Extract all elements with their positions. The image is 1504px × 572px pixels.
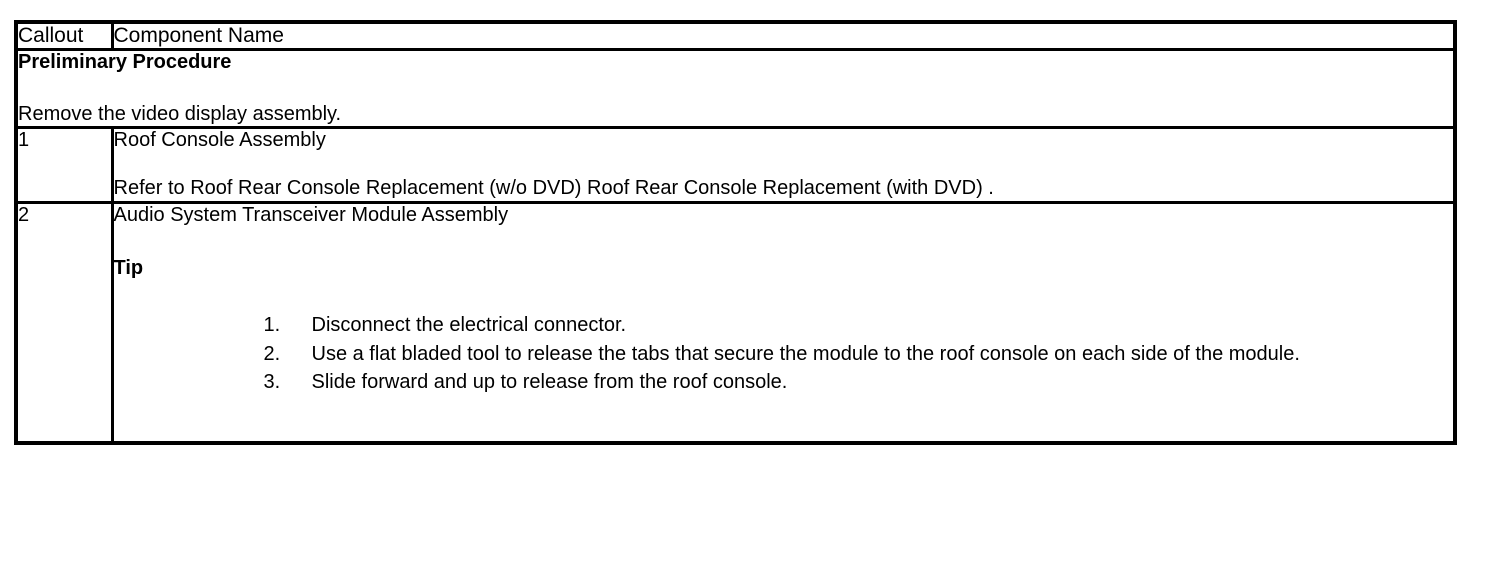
table-header: Callout Component Name — [14, 20, 1457, 52]
spacer — [114, 227, 1454, 257]
table-row-preliminary: Preliminary Procedure Remove the video d… — [14, 48, 1457, 130]
preliminary-procedure-title: Preliminary Procedure — [18, 51, 232, 74]
table-row: 1 Roof Console Assembly Refer to Roof Re… — [14, 126, 1457, 204]
step-number: 1. — [263, 313, 281, 336]
procedure-step-list: 1. Disconnect the electrical connector. … — [114, 311, 1454, 397]
step-number: 3. — [263, 371, 281, 394]
table-header-row: Callout Component Name — [14, 20, 1457, 52]
spacer — [114, 281, 1454, 311]
component-cell-1: Roof Console Assembly Refer to Roof Rear… — [110, 126, 1457, 204]
tip-label: Tip — [113, 257, 144, 280]
callout-number-2: 2 — [14, 200, 114, 445]
table-row: 2 Audio System Transceiver Module Assemb… — [14, 200, 1457, 445]
preliminary-procedure-text: Remove the video display assembly. — [18, 102, 342, 125]
preliminary-procedure-cell: Preliminary Procedure Remove the video d… — [14, 48, 1457, 130]
step-text: Slide forward and up to release from the… — [311, 371, 788, 394]
component-cell-2: Audio System Transceiver Module Assembly… — [110, 200, 1457, 445]
table-body: Preliminary Procedure Remove the video d… — [14, 48, 1457, 445]
list-item: 2. Use a flat bladed tool to release the… — [114, 340, 1454, 369]
step-text: Disconnect the electrical connector. — [311, 313, 627, 336]
component-reference-1: Refer to Roof Rear Console Replacement (… — [113, 176, 994, 199]
step-text: Use a flat bladed tool to release the ta… — [311, 342, 1300, 365]
column-header-component-name: Component Name — [110, 20, 1457, 52]
spacer — [114, 153, 1454, 177]
list-item: 1. Disconnect the electrical connector. — [114, 311, 1454, 340]
step-number: 2. — [263, 342, 281, 365]
component-parts-table: Callout Component Name Preliminary Proce… — [14, 20, 1457, 446]
column-header-callout: Callout — [14, 20, 114, 52]
component-title-2: Audio System Transceiver Module Assembly — [113, 203, 509, 226]
list-item: 3. Slide forward and up to release from … — [114, 368, 1454, 397]
spacer — [18, 75, 1453, 103]
component-title-1: Roof Console Assembly — [113, 129, 326, 152]
callout-number-1: 1 — [14, 126, 114, 204]
spacer — [114, 397, 1454, 441]
